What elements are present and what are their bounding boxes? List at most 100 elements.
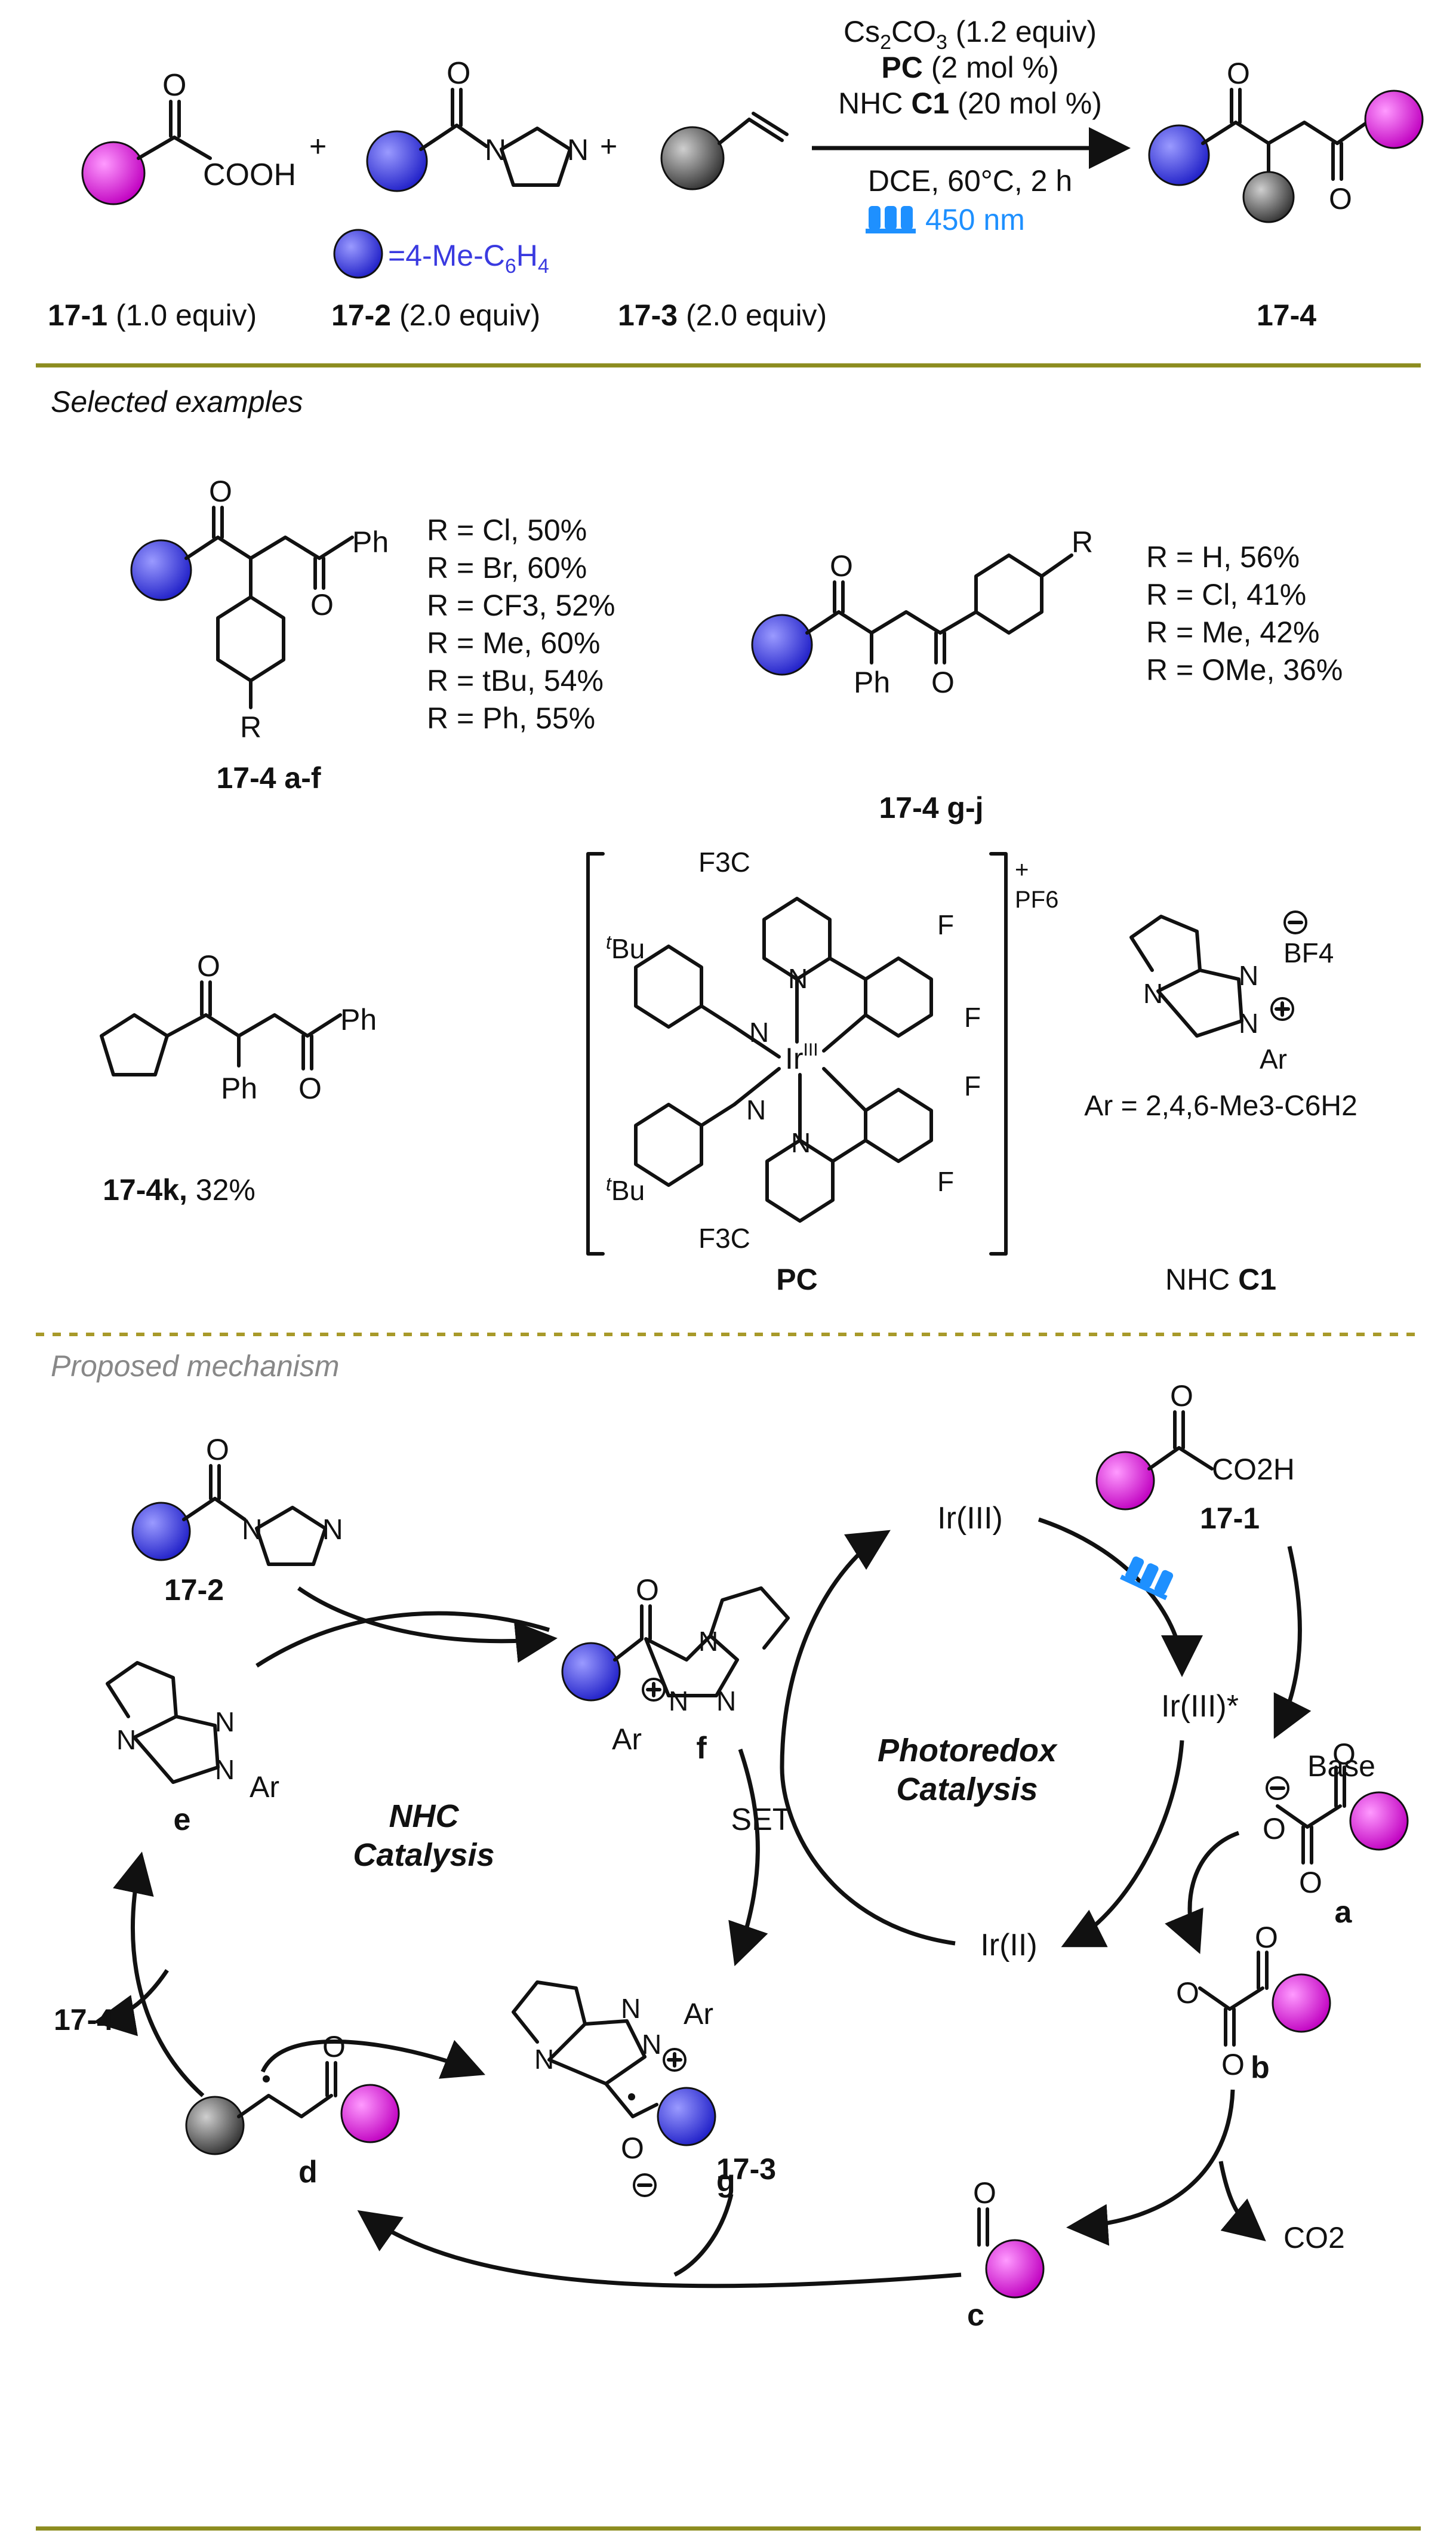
ar-definition: Ar = 2,4,6-Me3-C6H2 bbox=[1084, 1090, 1358, 1122]
arrow-17-2-to-f bbox=[297, 1586, 558, 1663]
co-double-bond bbox=[301, 1034, 313, 1071]
arrow-c-to-d bbox=[357, 2210, 962, 2288]
co2-label: CO2 bbox=[1283, 2221, 1345, 2254]
nitrogen-label: N bbox=[1239, 1008, 1258, 1039]
photocatalyst-pc: + PF6 IrIII N N N N F3C F3C tBu tBu F F … bbox=[586, 847, 1058, 1296]
mech-17-1: O CO2H 17-1 Base bbox=[1095, 1379, 1375, 1783]
oxygen-label: O bbox=[621, 2131, 644, 2165]
anion-label: PF6 bbox=[1015, 887, 1058, 913]
intermediate-a: O O O a bbox=[1165, 1737, 1409, 1954]
yield-list-a-f: R = Cl, 50% R = Br, 60% R = CF3, 52% R =… bbox=[427, 513, 615, 735]
pyrrolidine-ring bbox=[1129, 915, 1202, 972]
blue-sphere bbox=[130, 539, 192, 601]
label-c: c bbox=[967, 2298, 984, 2333]
vinyl-bond bbox=[718, 112, 789, 145]
backbone bbox=[237, 2061, 337, 2118]
nitrogen-label: N bbox=[746, 1094, 766, 1125]
oxalate-bonds bbox=[1198, 1951, 1269, 2047]
backbone bbox=[165, 1013, 342, 1038]
yield-item: R = Br, 60% bbox=[427, 551, 587, 585]
oxygen-label: O bbox=[1221, 2048, 1245, 2081]
cyclopentyl-ring bbox=[100, 1013, 169, 1076]
r-label: R bbox=[1072, 525, 1093, 559]
radical-dot bbox=[628, 2093, 635, 2100]
label-pc: PC bbox=[776, 1263, 817, 1296]
label-17-1-mech: 17-1 bbox=[1200, 1502, 1260, 1535]
bipyridine-lower bbox=[634, 1103, 736, 1187]
arrow-17-3-join bbox=[673, 2194, 734, 2277]
oxalate-bonds bbox=[1276, 1765, 1346, 1865]
label-d: d bbox=[298, 2155, 318, 2189]
oxygen-label: O bbox=[197, 949, 220, 983]
cf3-label: F3C bbox=[698, 1223, 750, 1254]
plus-sign: + bbox=[600, 130, 617, 163]
nhc-label-line1: NHC bbox=[389, 1798, 460, 1834]
co-double-bond bbox=[833, 580, 845, 614]
tbu-label: tBu bbox=[606, 931, 645, 964]
oxygen-label: O bbox=[1263, 1812, 1286, 1845]
fluorine-label: F bbox=[937, 1166, 954, 1197]
arrow-to-17-4 bbox=[93, 1969, 169, 2037]
blue-led-icon bbox=[1120, 1556, 1174, 1601]
magenta-sphere bbox=[1272, 1973, 1331, 2033]
oxygen-label: O bbox=[973, 2176, 996, 2210]
yield-item: R = Cl, 50% bbox=[427, 513, 587, 547]
label-f: f bbox=[696, 1731, 707, 1765]
ir3star-label: Ir(III)* bbox=[1161, 1689, 1239, 1724]
nitrogen-label: N bbox=[669, 1685, 688, 1717]
oxygen-label: O bbox=[1227, 57, 1250, 90]
co-double-bond bbox=[313, 556, 325, 590]
compound-17-4-g-j: O O Ph R R = H, 56% R = Cl, 41% R = Me, … bbox=[751, 525, 1343, 825]
yield-item: R = Cl, 41% bbox=[1146, 578, 1306, 611]
enolate-bond bbox=[604, 2082, 658, 2118]
nitrogen-label: N bbox=[567, 133, 589, 167]
nitrogen-label: N bbox=[215, 1706, 235, 1737]
co-double-bond bbox=[1331, 142, 1343, 181]
backbone bbox=[184, 536, 354, 560]
gray-sphere bbox=[185, 2096, 245, 2155]
label-nhc-c1: NHC C1 bbox=[1165, 1263, 1276, 1296]
nitrogen-label: N bbox=[322, 1514, 343, 1546]
cation-charge-icon bbox=[1270, 997, 1294, 1021]
label-17-3-mech: 17-3 bbox=[716, 2152, 776, 2186]
aryl-upper-right bbox=[828, 956, 933, 1038]
yield-item: R = Me, 60% bbox=[427, 626, 600, 660]
nhc-label-line2: Catalysis bbox=[353, 1837, 494, 1873]
arrow-co2 bbox=[1218, 2161, 1266, 2241]
label-17-1: 17-1 (1.0 equiv) bbox=[48, 299, 257, 332]
ar-label: Ar bbox=[612, 1722, 642, 1756]
pyrrolidine-ring bbox=[512, 1980, 587, 2044]
label-17-4k: 17-4k, 32% bbox=[103, 1173, 256, 1207]
nitrogen-label: N bbox=[749, 1017, 769, 1048]
acyl-bonds bbox=[977, 2207, 989, 2247]
cooh-label: COOH bbox=[203, 158, 296, 192]
ar-label: Ar bbox=[684, 1997, 713, 2031]
product-17-4: O O bbox=[1148, 57, 1424, 223]
intermediate-b: O O O b CO2 bbox=[1066, 1921, 1345, 2254]
magenta-sphere bbox=[1095, 1451, 1155, 1511]
radical-dot bbox=[263, 2075, 270, 2082]
ph-label: Ph bbox=[854, 666, 890, 699]
co-double-bond bbox=[451, 88, 463, 127]
arrow-base bbox=[1273, 1546, 1312, 1739]
label-a: a bbox=[1335, 1895, 1353, 1930]
oxygen-label: O bbox=[830, 549, 853, 583]
co-double-bond bbox=[934, 631, 946, 665]
pyrrolidine-ring bbox=[106, 1661, 178, 1718]
label-b: b bbox=[1251, 2050, 1270, 2085]
oxygen-label: O bbox=[447, 56, 470, 91]
nitrogen-label: N bbox=[116, 1724, 136, 1755]
set-label: SET bbox=[731, 1802, 791, 1837]
bond bbox=[137, 136, 212, 160]
top-reaction: O COOH + O N N =4-Me-C6H4 + Cs2CO3 (1.2 … bbox=[48, 15, 1424, 332]
nitrogen-label: N bbox=[242, 1514, 263, 1546]
arrow-f-to-g bbox=[728, 1748, 768, 1967]
co-double-bond bbox=[1230, 88, 1242, 124]
oxygen-label: O bbox=[931, 666, 955, 699]
ph-label: Ph bbox=[340, 1003, 377, 1036]
heading-proposed-mechanism: Proposed mechanism bbox=[51, 1349, 340, 1383]
nitrogen-label: N bbox=[485, 133, 506, 167]
cation-charge-icon bbox=[642, 1678, 666, 1702]
ir2-label: Ir(II) bbox=[980, 1928, 1037, 1962]
oxygen-label: O bbox=[310, 588, 334, 622]
